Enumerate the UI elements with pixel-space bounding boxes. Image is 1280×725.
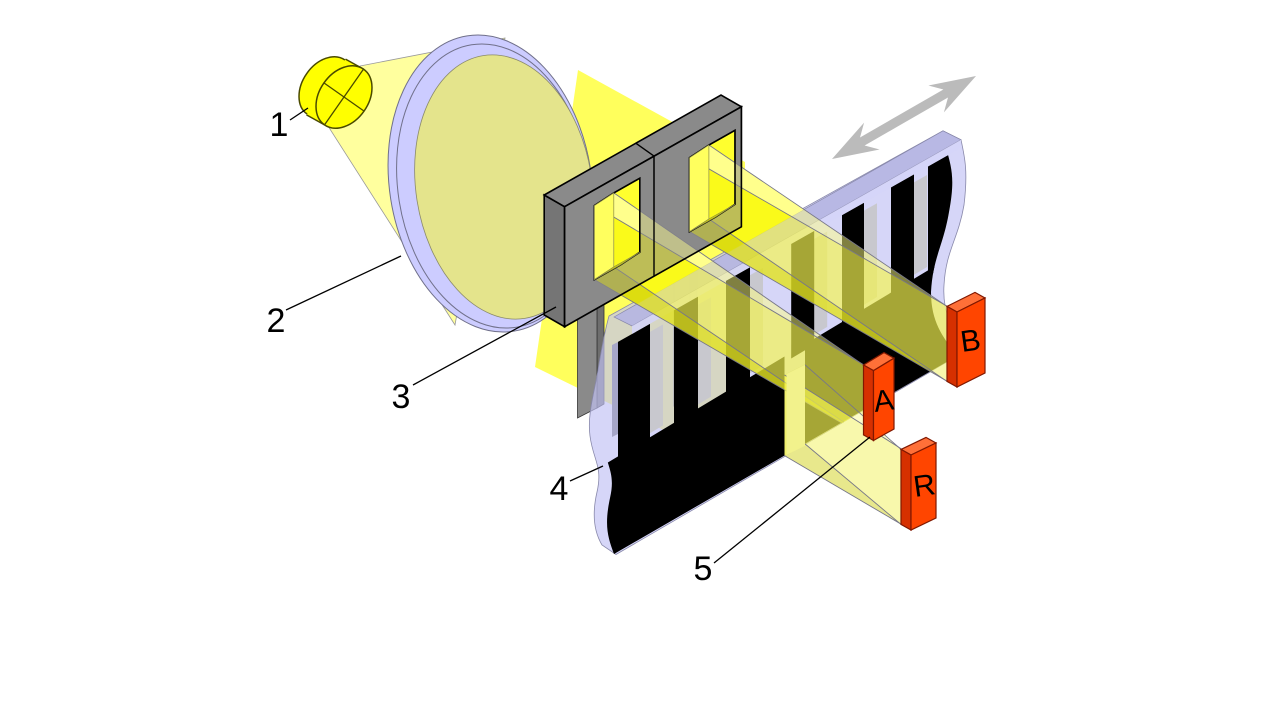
svg-text:R: R xyxy=(911,468,937,504)
svg-text:3: 3 xyxy=(392,378,411,416)
svg-text:A: A xyxy=(871,383,895,418)
svg-text:2: 2 xyxy=(267,302,286,340)
svg-text:5: 5 xyxy=(694,550,713,588)
svg-text:4: 4 xyxy=(550,470,569,508)
svg-text:1: 1 xyxy=(270,106,289,144)
svg-text:B: B xyxy=(958,323,982,358)
